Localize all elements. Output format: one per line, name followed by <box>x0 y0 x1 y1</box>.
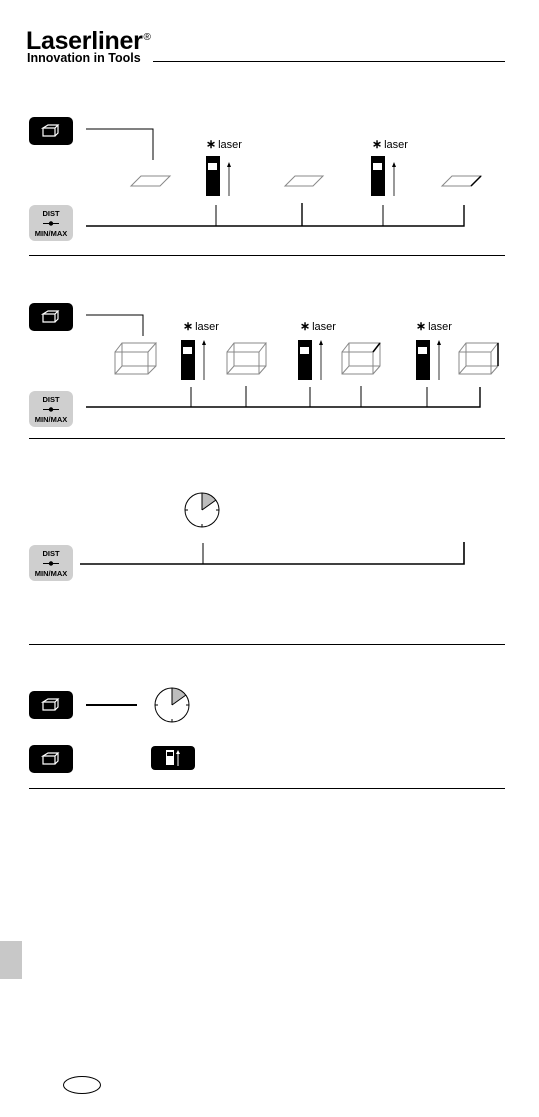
minmax-label: MIN/MAX <box>34 415 68 424</box>
volume-function-button[interactable] <box>29 303 73 331</box>
registered-mark: ® <box>143 31 151 43</box>
section-divider <box>29 255 505 256</box>
laser-label: ∗laser <box>416 319 452 333</box>
box-shape <box>341 342 382 375</box>
section-divider <box>29 788 505 789</box>
brand-name: Laserliner <box>26 27 143 55</box>
laser-label: ∗laser <box>300 319 336 333</box>
timer-function-button[interactable] <box>29 691 73 719</box>
laser-label: ∗laser <box>372 137 408 151</box>
box-shape <box>226 342 268 375</box>
dist-label: DIST <box>42 549 60 558</box>
laser-device-icon <box>206 156 231 196</box>
dist-dot-icon <box>43 407 59 412</box>
dist-dot-icon <box>43 561 59 566</box>
laser-device-icon <box>416 340 441 380</box>
brand-logo: Laserliner® <box>26 27 151 56</box>
plane-shape <box>129 175 172 187</box>
laser-label: ∗laser <box>183 319 219 333</box>
dist-minmax-button[interactable]: DIST MIN/MAX <box>29 391 73 427</box>
dist-label: DIST <box>42 395 60 404</box>
laser-device-icon <box>298 340 323 380</box>
page-side-tab <box>0 941 22 979</box>
laser-device-icon <box>371 156 396 196</box>
timer-icon <box>154 687 190 723</box>
timer-icon <box>184 492 220 528</box>
dist-minmax-button[interactable]: DIST MIN/MAX <box>29 545 73 581</box>
minmax-label: MIN/MAX <box>34 569 68 578</box>
measure-function-button[interactable] <box>29 745 73 773</box>
plane-shape <box>440 175 483 187</box>
plane-shape <box>283 175 325 187</box>
laser-label: ∗laser <box>206 137 242 151</box>
minmax-label: MIN/MAX <box>34 229 68 238</box>
section-divider <box>29 438 505 439</box>
function-icon <box>40 698 60 711</box>
section-divider <box>29 644 505 645</box>
device-measure-icon <box>151 746 195 770</box>
area-icon <box>40 124 60 137</box>
laser-device-icon <box>181 340 206 380</box>
dist-minmax-button[interactable]: DIST MIN/MAX <box>29 205 73 241</box>
dist-label: DIST <box>42 209 60 218</box>
volume-icon <box>40 310 60 323</box>
area-function-button[interactable] <box>29 117 73 145</box>
dist-dot-icon <box>43 221 59 226</box>
header-rule <box>153 61 505 62</box>
box-shape <box>114 342 158 375</box>
function-icon <box>40 752 60 765</box>
brand-tagline: Innovation in Tools <box>27 51 141 65</box>
language-oval-badge <box>63 1076 101 1094</box>
